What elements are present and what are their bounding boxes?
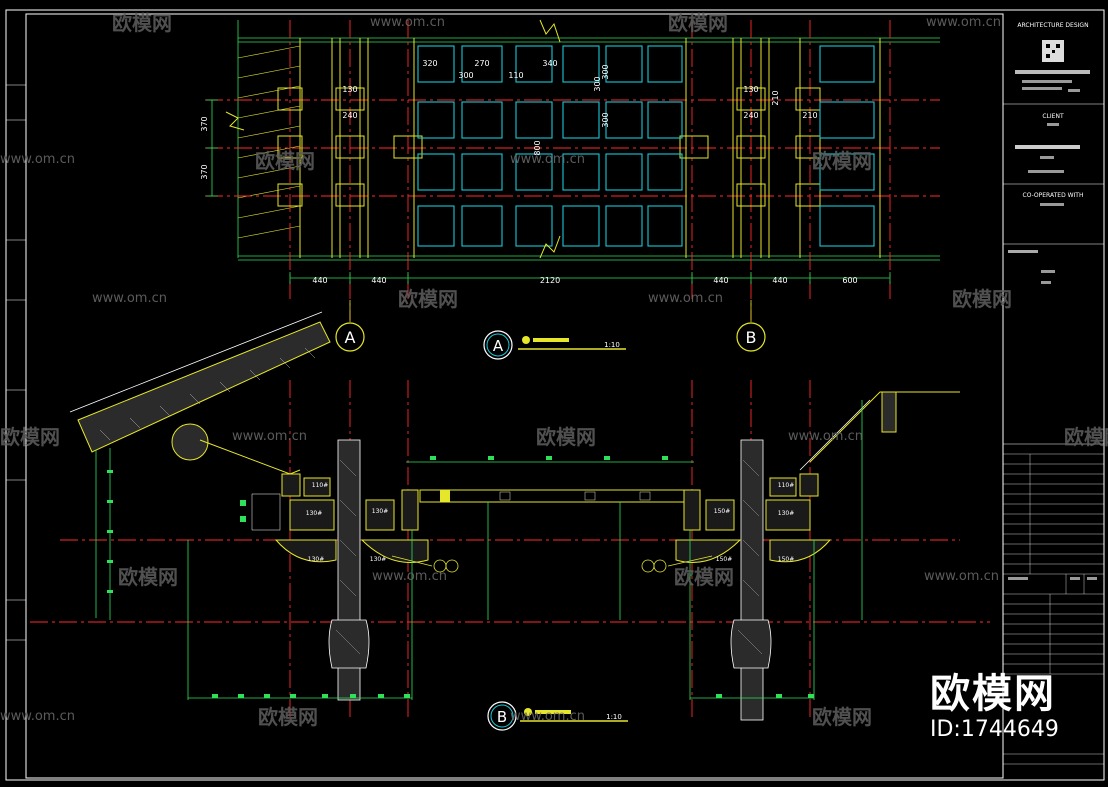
- watermark-url-3: www.om.cn: [0, 152, 75, 167]
- plan-dim-inner-300a: 300: [601, 64, 610, 79]
- right-roof-slab: [799, 391, 960, 620]
- axis-bubble-a: A: [335, 300, 365, 352]
- right-bracket-cluster: [675, 473, 832, 563]
- watermark-cn-11: 欧模网: [674, 565, 734, 589]
- watermark-cn-13: 欧模网: [812, 705, 872, 729]
- plan-view: 440 440 2120 440 440 600 370 370 320 270…: [200, 19, 940, 320]
- plan-dim-inner-130b: 130: [743, 85, 758, 94]
- section-tag-9: 130#: [778, 510, 794, 517]
- section-a-scale: 1:10: [604, 341, 620, 349]
- watermark-url-10: www.om.cn: [924, 569, 999, 584]
- watermark-url-1: www.om.cn: [370, 15, 445, 30]
- plan-dim-inner-300d: 300: [601, 112, 610, 127]
- plan-dim-inner-800: 800: [533, 140, 542, 155]
- section-mark-a: A 1:10: [483, 330, 626, 360]
- plan-dim-bottom-6: 600: [842, 276, 857, 285]
- plan-dim-inner-210a: 210: [771, 90, 780, 105]
- watermark-url-6: www.om.cn: [648, 291, 723, 306]
- right-column: [730, 439, 772, 721]
- watermark-url-2: www.om.cn: [926, 15, 1001, 30]
- brand-name: 欧模网: [930, 671, 1056, 717]
- section-b-scale: 1:10: [606, 713, 622, 721]
- plan-dim-inner-320: 320: [422, 59, 437, 68]
- axis-label-b: B: [746, 328, 757, 347]
- brand-id: ID:1744649: [930, 717, 1059, 742]
- watermark-url-7: www.om.cn: [232, 429, 307, 444]
- central-beam: [406, 456, 694, 620]
- watermark-cn-7: 欧模网: [0, 425, 60, 449]
- plan-dim-left-1: 370: [200, 116, 209, 131]
- watermark-url-8: www.om.cn: [788, 429, 863, 444]
- section-tag-6: 150#: [714, 508, 730, 515]
- section-tag-2: 130#: [306, 510, 322, 517]
- left-roof-slab: [69, 311, 331, 620]
- section-tag-5: 130#: [370, 556, 386, 563]
- watermark-cn-9: 欧模网: [1064, 425, 1108, 449]
- left-column: [328, 439, 370, 701]
- cooperated-with-label: CO-OPERATED WITH: [1023, 192, 1084, 199]
- section-tag-10: 110#: [778, 482, 794, 489]
- client-label: CLIENT: [1042, 113, 1064, 120]
- watermark-cn-1: 欧模网: [112, 11, 172, 35]
- watermark-cn-10: 欧模网: [118, 565, 178, 589]
- axis-label-a: A: [345, 328, 356, 347]
- watermark-layer: 欧模网 www.om.cn 欧模网 www.om.cn www.om.cn 欧模…: [0, 11, 1108, 729]
- plan-dim-inner-110: 110: [508, 71, 523, 80]
- watermark-url-5: www.om.cn: [92, 291, 167, 306]
- plan-dim-inner-130a: 130: [342, 85, 357, 94]
- plan-dim-bottom-1: 440: [312, 276, 327, 285]
- section-tag-7: 150#: [716, 556, 732, 563]
- plan-dim-inner-240b: 240: [743, 111, 758, 120]
- section-mark-b: B 1:10: [487, 701, 628, 731]
- title-block: ARCHITECTURE DESIGN CLIENT CO-OPERATED W…: [1002, 14, 1104, 778]
- architecture-design-label: ARCHITECTURE DESIGN: [1017, 22, 1088, 29]
- plan-dim-inner-300b: 300: [593, 76, 602, 91]
- watermark-url-4: www.om.cn: [510, 152, 585, 167]
- outer-frame: [5, 9, 1105, 781]
- plan-dim-inner-340: 340: [542, 59, 557, 68]
- axis-bubble-b: B: [736, 300, 766, 352]
- watermark-url-12: www.om.cn: [510, 709, 585, 724]
- watermark-cn-5: 欧模网: [398, 287, 458, 311]
- watermark-cn-8: 欧模网: [536, 425, 596, 449]
- plan-dim-bottom-4: 440: [713, 276, 728, 285]
- plan-dim-bottom-3: 2120: [540, 276, 560, 285]
- brand-overlay: 欧模网 ID:1744649: [930, 672, 1059, 744]
- plan-dim-bottom-5: 440: [772, 276, 787, 285]
- plan-dim-inner-300c: 300: [458, 71, 473, 80]
- watermark-url-9: www.om.cn: [372, 569, 447, 584]
- section-tag-4: 130#: [308, 556, 324, 563]
- plan-dim-inner-270: 270: [474, 59, 489, 68]
- section-tag-8: 150#: [778, 556, 794, 563]
- plan-dim-inner-210b: 210: [802, 111, 817, 120]
- watermark-url-11: www.om.cn: [0, 709, 75, 724]
- section-a-letter: A: [493, 337, 504, 355]
- plan-dim-inner-240a: 240: [342, 111, 357, 120]
- section-tag-3: 130#: [372, 508, 388, 515]
- plan-dim-bottom-2: 440: [371, 276, 386, 285]
- watermark-cn-12: 欧模网: [258, 705, 318, 729]
- watermark-cn-6: 欧模网: [952, 287, 1012, 311]
- plan-dim-left-2: 370: [200, 164, 209, 179]
- section-b-letter: B: [497, 708, 507, 726]
- watermark-cn-3: 欧模网: [255, 149, 315, 173]
- watermark-cn-2: 欧模网: [668, 11, 728, 35]
- section-tag-1: 110#: [312, 482, 328, 489]
- left-bracket-cluster: [240, 473, 429, 563]
- section-view: 110# 130# 130# 130# 130# 150# 150# 150# …: [30, 311, 990, 721]
- left-binding-strip: [6, 84, 26, 641]
- watermark-cn-4: 欧模网: [812, 149, 872, 173]
